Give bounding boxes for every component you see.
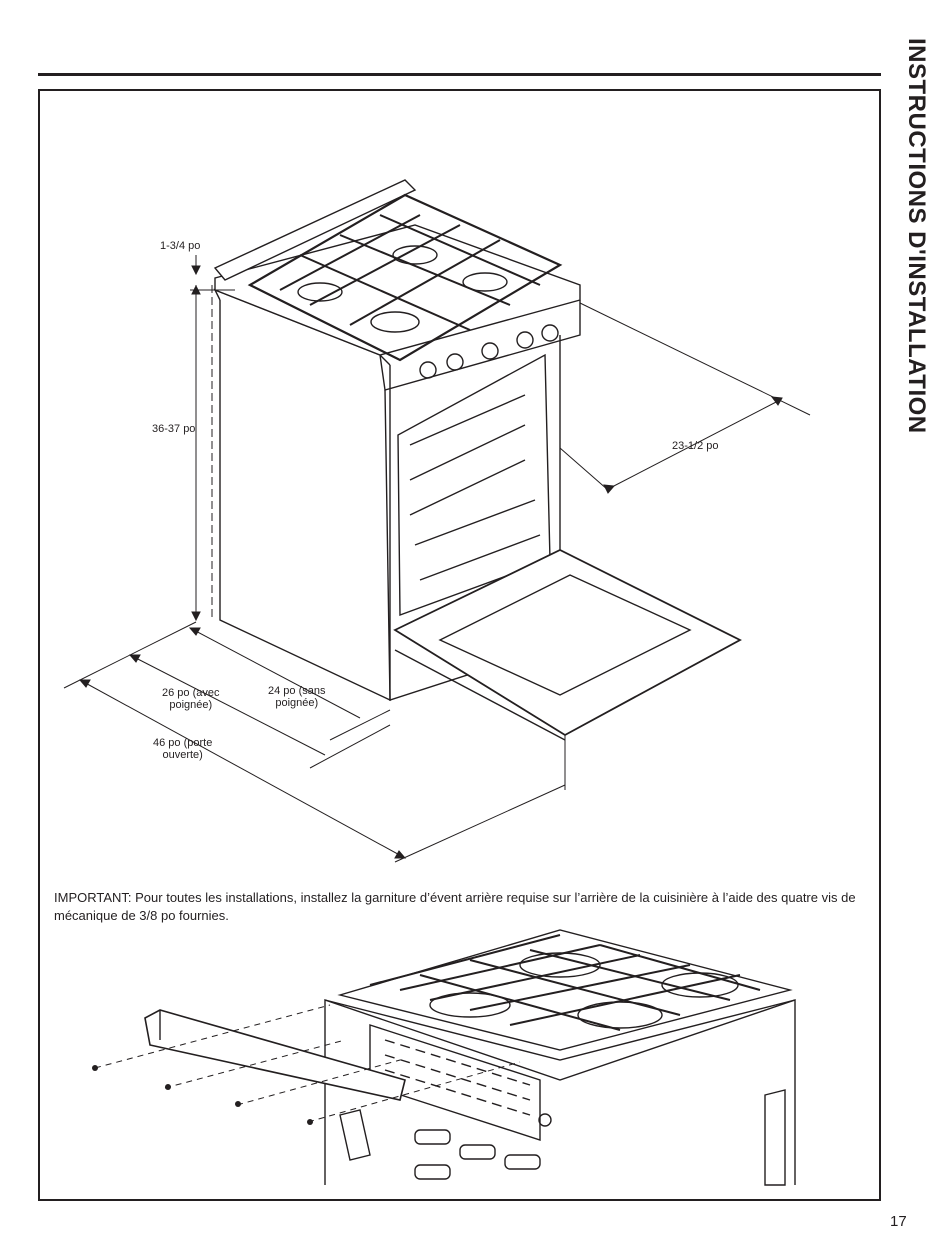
page-number: 17 bbox=[890, 1213, 907, 1230]
dim-depth-without-handle: 24 po (sans poignée) bbox=[268, 685, 325, 709]
important-note: IMPORTANT: Pour toutes les installations… bbox=[54, 889, 864, 925]
dim-height: 36-37 po bbox=[152, 423, 195, 435]
dim-depth-door-open: 46 po (porte ouverte) bbox=[153, 737, 212, 761]
dim-depth-with-handle: 26 po (avec poignée) bbox=[162, 687, 219, 711]
dim-backsplash: 1-3/4 po bbox=[160, 240, 200, 252]
dim-depth-side: 23-1/2 po bbox=[672, 440, 718, 452]
